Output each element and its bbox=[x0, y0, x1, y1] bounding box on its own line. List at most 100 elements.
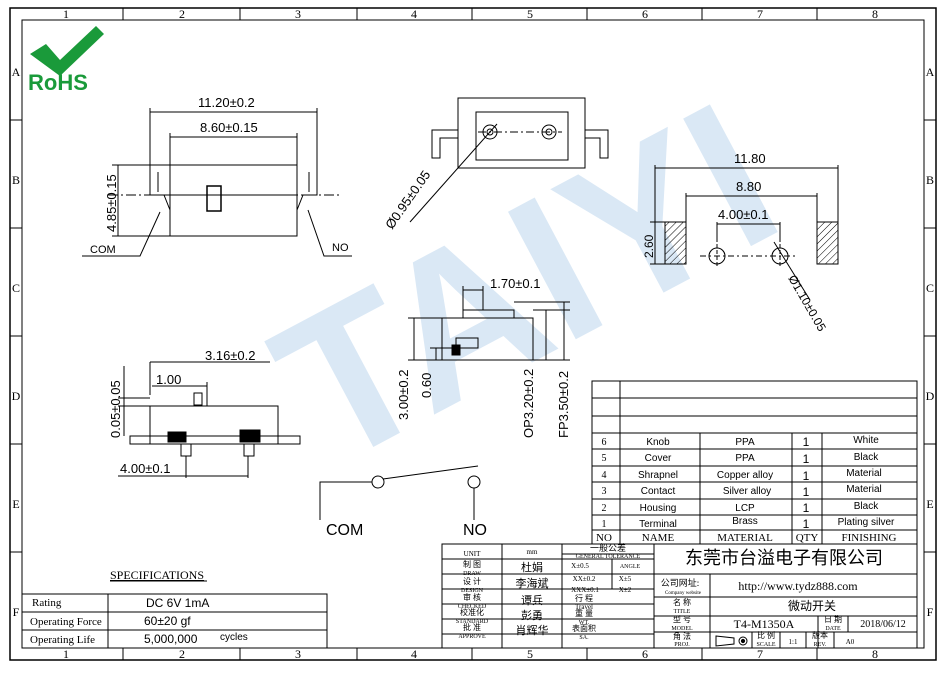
svg-text:彭勇: 彭勇 bbox=[521, 608, 543, 622]
model-number: T4-M1350A bbox=[734, 617, 795, 631]
svg-text:3: 3 bbox=[602, 486, 607, 497]
spec-label: Operating Force bbox=[30, 616, 102, 628]
front-view-dims: 11.20±0.2 8.60±0.15 4.85±0.15 COM NO bbox=[90, 95, 349, 256]
svg-text:Black: Black bbox=[854, 452, 879, 463]
title-block-labels: UNIT mm 一般公差 GENERAL TOLERANCE X±0.5 ANG… bbox=[456, 542, 906, 648]
col-label: 2 bbox=[179, 7, 185, 21]
dim-front-height: 4.85±0.15 bbox=[104, 174, 119, 232]
row-label: A bbox=[12, 65, 21, 79]
svg-text:LCP: LCP bbox=[735, 503, 755, 514]
row-label: D bbox=[926, 389, 935, 403]
dim-side-h1: 3.00±0.2 bbox=[396, 369, 411, 420]
col-label: 3 bbox=[295, 647, 301, 661]
schematic-labels: COM NO bbox=[326, 522, 487, 539]
svg-text:Cover: Cover bbox=[645, 453, 672, 464]
front-view bbox=[82, 108, 352, 257]
dim-footprint-hole: Ø1.10±0.05 bbox=[785, 273, 829, 335]
svg-text:Black: Black bbox=[854, 501, 879, 512]
company-website: http://www.tydz888.com bbox=[738, 579, 858, 593]
svg-text:X±5: X±5 bbox=[619, 575, 632, 583]
row-label: B bbox=[926, 173, 934, 187]
svg-text:比 例: 比 例 bbox=[757, 630, 775, 640]
col-label: 2 bbox=[179, 647, 185, 661]
svg-text:杜娟: 杜娟 bbox=[521, 560, 543, 574]
svg-text:4: 4 bbox=[602, 470, 607, 481]
row-label: C bbox=[12, 281, 20, 295]
footprint-view bbox=[650, 165, 839, 301]
row-label: F bbox=[927, 605, 934, 619]
svg-text:Terminal: Terminal bbox=[639, 519, 677, 530]
spec-unit: cycles bbox=[220, 632, 248, 643]
dim-footprint-outer: 11.80 bbox=[734, 151, 766, 166]
dim-footprint-inner: 4.00±0.1 bbox=[718, 207, 769, 222]
svg-text:X±2: X±2 bbox=[619, 586, 632, 594]
svg-text:1: 1 bbox=[803, 517, 810, 531]
svg-text:5: 5 bbox=[602, 453, 607, 464]
svg-text:XXX±0.1: XXX±0.1 bbox=[571, 586, 599, 594]
outer-border bbox=[9, 7, 937, 661]
svg-text:NAME: NAME bbox=[642, 532, 675, 544]
svg-text:1: 1 bbox=[803, 435, 810, 449]
top-view bbox=[409, 97, 609, 223]
svg-text:X±0.5: X±0.5 bbox=[571, 562, 589, 570]
spec-label: Operating Life bbox=[30, 634, 95, 646]
svg-text:White: White bbox=[853, 435, 879, 446]
col-label: 6 bbox=[642, 647, 648, 661]
svg-text:SA.: SA. bbox=[579, 635, 589, 641]
dim-bottom-offset: 3.16±0.2 bbox=[205, 348, 256, 363]
svg-text:一般公差: 一般公差 bbox=[590, 542, 626, 553]
dim-bottom-pitch: 4.00±0.1 bbox=[120, 461, 171, 476]
svg-text:DRAW: DRAW bbox=[463, 571, 481, 577]
svg-text:Silver alloy: Silver alloy bbox=[723, 486, 771, 497]
col-label: 8 bbox=[872, 647, 878, 661]
svg-text:UNIT: UNIT bbox=[464, 550, 481, 558]
switch-schematic bbox=[319, 465, 481, 520]
svg-text:1: 1 bbox=[803, 469, 810, 483]
bottom-view-dims: 3.16±0.2 1.00 0.05±0.05 4.00±0.1 bbox=[108, 348, 256, 476]
dim-side-op: OP3.20±0.2 bbox=[521, 369, 536, 438]
svg-text:Material: Material bbox=[846, 468, 882, 479]
row-label: B bbox=[12, 173, 20, 187]
svg-text:谭兵: 谭兵 bbox=[521, 594, 543, 607]
svg-text:Shrapnel: Shrapnel bbox=[638, 470, 678, 481]
dim-front-width-outer: 11.20±0.2 bbox=[198, 95, 255, 110]
svg-text:Brass: Brass bbox=[732, 516, 758, 527]
dim-bottom-height: 0.05±0.05 bbox=[108, 380, 123, 438]
svg-text:微动开关: 微动开关 bbox=[788, 599, 836, 613]
svg-text:2018/06/12: 2018/06/12 bbox=[860, 619, 906, 630]
spec-value: 5,000,000 bbox=[144, 632, 198, 646]
col-label: 5 bbox=[527, 7, 533, 21]
svg-text:GENERAL TOLERANCE: GENERAL TOLERANCE bbox=[576, 554, 641, 560]
svg-text:日 期: 日 期 bbox=[824, 615, 842, 624]
spec-value: DC 6V 1mA bbox=[146, 596, 209, 610]
col-label: 7 bbox=[757, 647, 763, 661]
projection-icon bbox=[715, 635, 748, 647]
col-label: 5 bbox=[527, 647, 533, 661]
svg-text:FINISHING: FINISHING bbox=[842, 532, 897, 544]
svg-text:DESIGN: DESIGN bbox=[461, 588, 484, 594]
grid-labels: 1 2 3 4 5 6 7 8 1 2 3 4 5 6 7 8 A B C D … bbox=[12, 7, 935, 661]
col-label: 7 bbox=[757, 7, 763, 21]
bom-table bbox=[591, 380, 918, 545]
dim-footprint-mid: 8.80 bbox=[736, 179, 761, 194]
row-label: E bbox=[926, 497, 933, 511]
svg-text:重 量: 重 量 bbox=[575, 608, 593, 618]
svg-text:Housing: Housing bbox=[640, 503, 677, 514]
col-label: 4 bbox=[411, 647, 417, 661]
svg-text:2: 2 bbox=[602, 503, 607, 514]
svg-text:批 准: 批 准 bbox=[463, 622, 481, 632]
dim-bottom-small: 1.00 bbox=[156, 372, 181, 387]
svg-text:Material: Material bbox=[846, 484, 882, 495]
svg-text:Travel: Travel bbox=[575, 603, 593, 611]
svg-text:QTY: QTY bbox=[796, 532, 819, 544]
col-label: 1 bbox=[63, 7, 69, 21]
svg-text:MODEL: MODEL bbox=[671, 626, 693, 632]
svg-text:PROJ.: PROJ. bbox=[674, 642, 690, 648]
